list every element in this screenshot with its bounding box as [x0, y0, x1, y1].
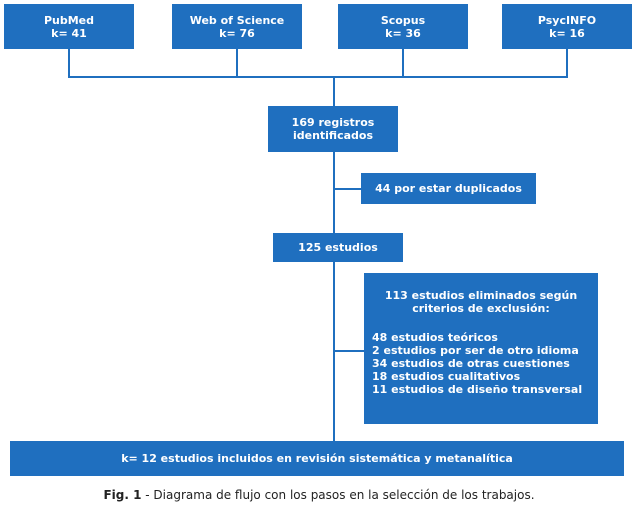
connector-to-excluded — [333, 350, 364, 352]
source-box-pubmed: PubMed k= 41 — [4, 4, 134, 49]
caption-text: - Diagrama de flujo con los pasos en la … — [141, 488, 535, 502]
excluded-title-line-1: 113 estudios eliminados según — [384, 289, 578, 302]
source-name: PubMed — [43, 13, 95, 27]
studies-label: 125 estudios — [298, 241, 378, 254]
caption-label: Fig. 1 — [103, 488, 142, 502]
source-name: PsycINFO — [537, 13, 597, 27]
connector-psyc-down — [566, 49, 568, 78]
excluded-title-line-2: criterios de exclusión: — [412, 302, 550, 315]
excluded-item: 18 estudios cualitativos — [372, 370, 521, 383]
excluded-title: 113 estudios eliminados según criterios … — [372, 289, 590, 315]
identified-line-2: identificados — [292, 129, 374, 142]
source-count: k= 36 — [385, 26, 421, 40]
source-box-psycinfo: PsycINFO k= 16 — [502, 4, 632, 49]
source-name: Scopus — [380, 13, 426, 27]
excluded-studies-box: 113 estudios eliminados según criterios … — [364, 273, 598, 424]
source-count: k= 41 — [51, 26, 87, 40]
final-label: k= 12 estudios incluidos en revisión sis… — [121, 452, 513, 465]
source-count: k= 16 — [549, 26, 585, 40]
source-box-web-of-science: Web of Science k= 76 — [172, 4, 302, 49]
excluded-item: 2 estudios por ser de otro idioma — [372, 344, 579, 357]
source-count: k= 76 — [219, 26, 255, 40]
connector-pubmed-down — [68, 49, 70, 78]
identified-line-1: 169 registros — [291, 116, 375, 129]
connector-wos-down — [236, 49, 238, 78]
connector-sources-horizontal — [68, 76, 568, 78]
figure-caption: Fig. 1 - Diagrama de flujo con los pasos… — [0, 488, 638, 502]
identified-records-box: 169 registros identificados — [268, 106, 398, 152]
connector-to-identified — [333, 76, 335, 106]
final-included-box: k= 12 estudios incluidos en revisión sis… — [10, 441, 624, 476]
studies-box: 125 estudios — [273, 233, 403, 262]
connector-to-duplicates — [333, 188, 361, 190]
excluded-item: 48 estudios teóricos — [372, 331, 498, 344]
duplicates-label: 44 por estar duplicados — [375, 182, 522, 195]
connector-main-vertical-1 — [333, 152, 335, 233]
connector-scopus-down — [402, 49, 404, 78]
source-box-scopus: Scopus k= 36 — [338, 4, 468, 49]
source-name: Web of Science — [189, 13, 285, 27]
excluded-item: 34 estudios de otras cuestiones — [372, 357, 570, 370]
excluded-list: 48 estudios teóricos 2 estudios por ser … — [372, 331, 590, 396]
duplicates-box: 44 por estar duplicados — [361, 173, 536, 204]
excluded-item: 11 estudios de diseño transversal — [372, 383, 583, 396]
